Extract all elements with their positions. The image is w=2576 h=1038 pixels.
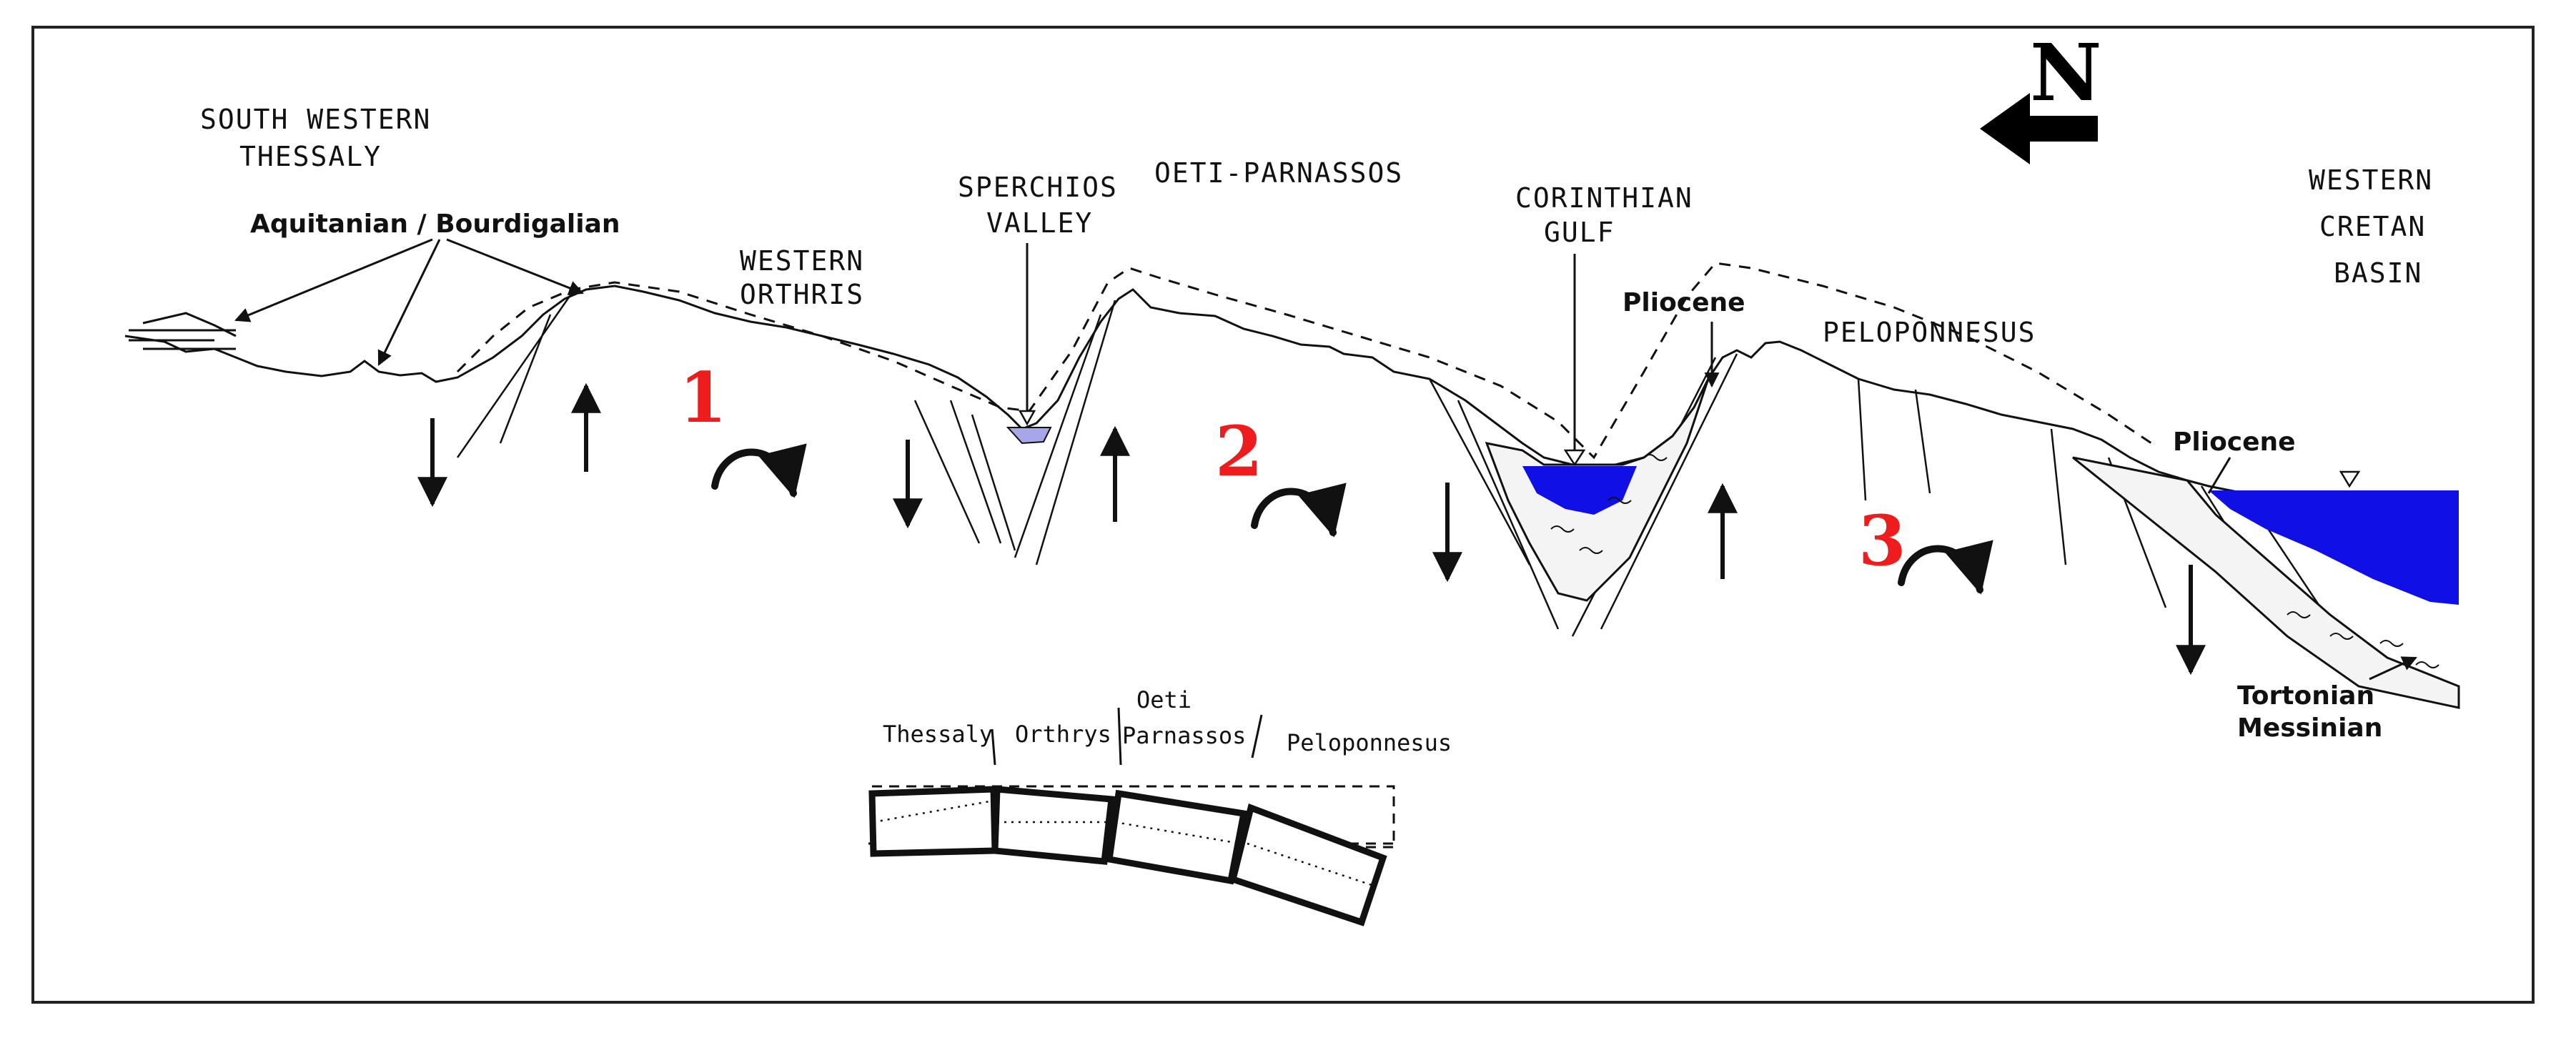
label-oeti-parnassos: OETI-PARNASSOS [1154, 157, 1403, 189]
inset-label-oeti: Oeti [1136, 686, 1192, 713]
sperchios-marker [1018, 410, 1036, 426]
inset-block-orthrys [991, 786, 1115, 865]
label-messinian: Messinian [2237, 713, 2382, 743]
label-pliocene-2: Pliocene [2173, 427, 2296, 457]
label-western-orthris-2: ORTHRIS [740, 279, 864, 310]
label-western-cretan-2: CRETAN [2319, 211, 2426, 242]
label-tortonian: Tortonian [2237, 681, 2374, 711]
label-aquitanian: Aquitanian / Bourdigalian [250, 209, 620, 239]
label-corinthian-2: GULF [1544, 217, 1615, 248]
block-number-3: 3 [1858, 500, 1906, 581]
inset-block-peloponnesus [1229, 804, 1387, 926]
inset-diagram: Thessaly Orthrys Oeti Parnassos Peloponn… [868, 686, 1452, 926]
sea-level-marker-2 [2339, 470, 2361, 488]
displacement-arrows [417, 382, 2206, 676]
north-arrow-icon [1980, 93, 2098, 164]
label-pliocene-1: Pliocene [1623, 288, 1745, 317]
north-label: N [2030, 26, 2102, 119]
envelope-dashed-line [456, 262, 2152, 460]
sediment-wavy-marks [1550, 454, 2439, 668]
faults [456, 292, 2374, 687]
inset-label-peloponnesus: Peloponnesus [1287, 729, 1452, 756]
cretan-basin-fill [2072, 456, 2460, 709]
label-sw-thessaly-2: THESSALY [239, 141, 382, 172]
inset-block-oeti [1105, 789, 1248, 885]
block-number-1: 1 [679, 357, 727, 438]
pliocene-pointer-2 [2207, 457, 2231, 494]
label-sw-thessaly-1: SOUTH WESTERN [200, 104, 431, 135]
label-sperchios-2: VALLEY [986, 207, 1093, 239]
diagram-frame [31, 26, 2535, 1004]
label-western-cretan-1: WESTERN [2309, 164, 2433, 196]
inset-block-thessaly [868, 786, 999, 857]
label-corinthian-1: CORINTHIAN [1515, 182, 1693, 214]
sperchios-valley-lake [1006, 427, 1052, 445]
left-strata [129, 312, 237, 350]
tortonian-pointer [2369, 656, 2417, 681]
inset-label-parnassos: Parnassos [1122, 722, 1246, 749]
inset-label-thessaly: Thessaly [883, 721, 993, 748]
label-western-cretan-3: BASIN [2334, 257, 2422, 289]
aquitanian-pointers [234, 238, 584, 366]
cretan-basin-water [2209, 490, 2459, 605]
block-number-2: 2 [1215, 411, 1263, 492]
label-sperchios-1: SPERCHIOS [958, 172, 1118, 203]
inset-label-orthrys: Orthrys [1015, 721, 1111, 748]
topography-line [124, 285, 2359, 516]
corinthian-gulf-water [1522, 466, 1637, 515]
rotation-arrows [711, 443, 1993, 595]
label-peloponnesus: PELOPONNESUS [1823, 317, 2036, 348]
label-western-orthris-1: WESTERN [740, 245, 864, 277]
